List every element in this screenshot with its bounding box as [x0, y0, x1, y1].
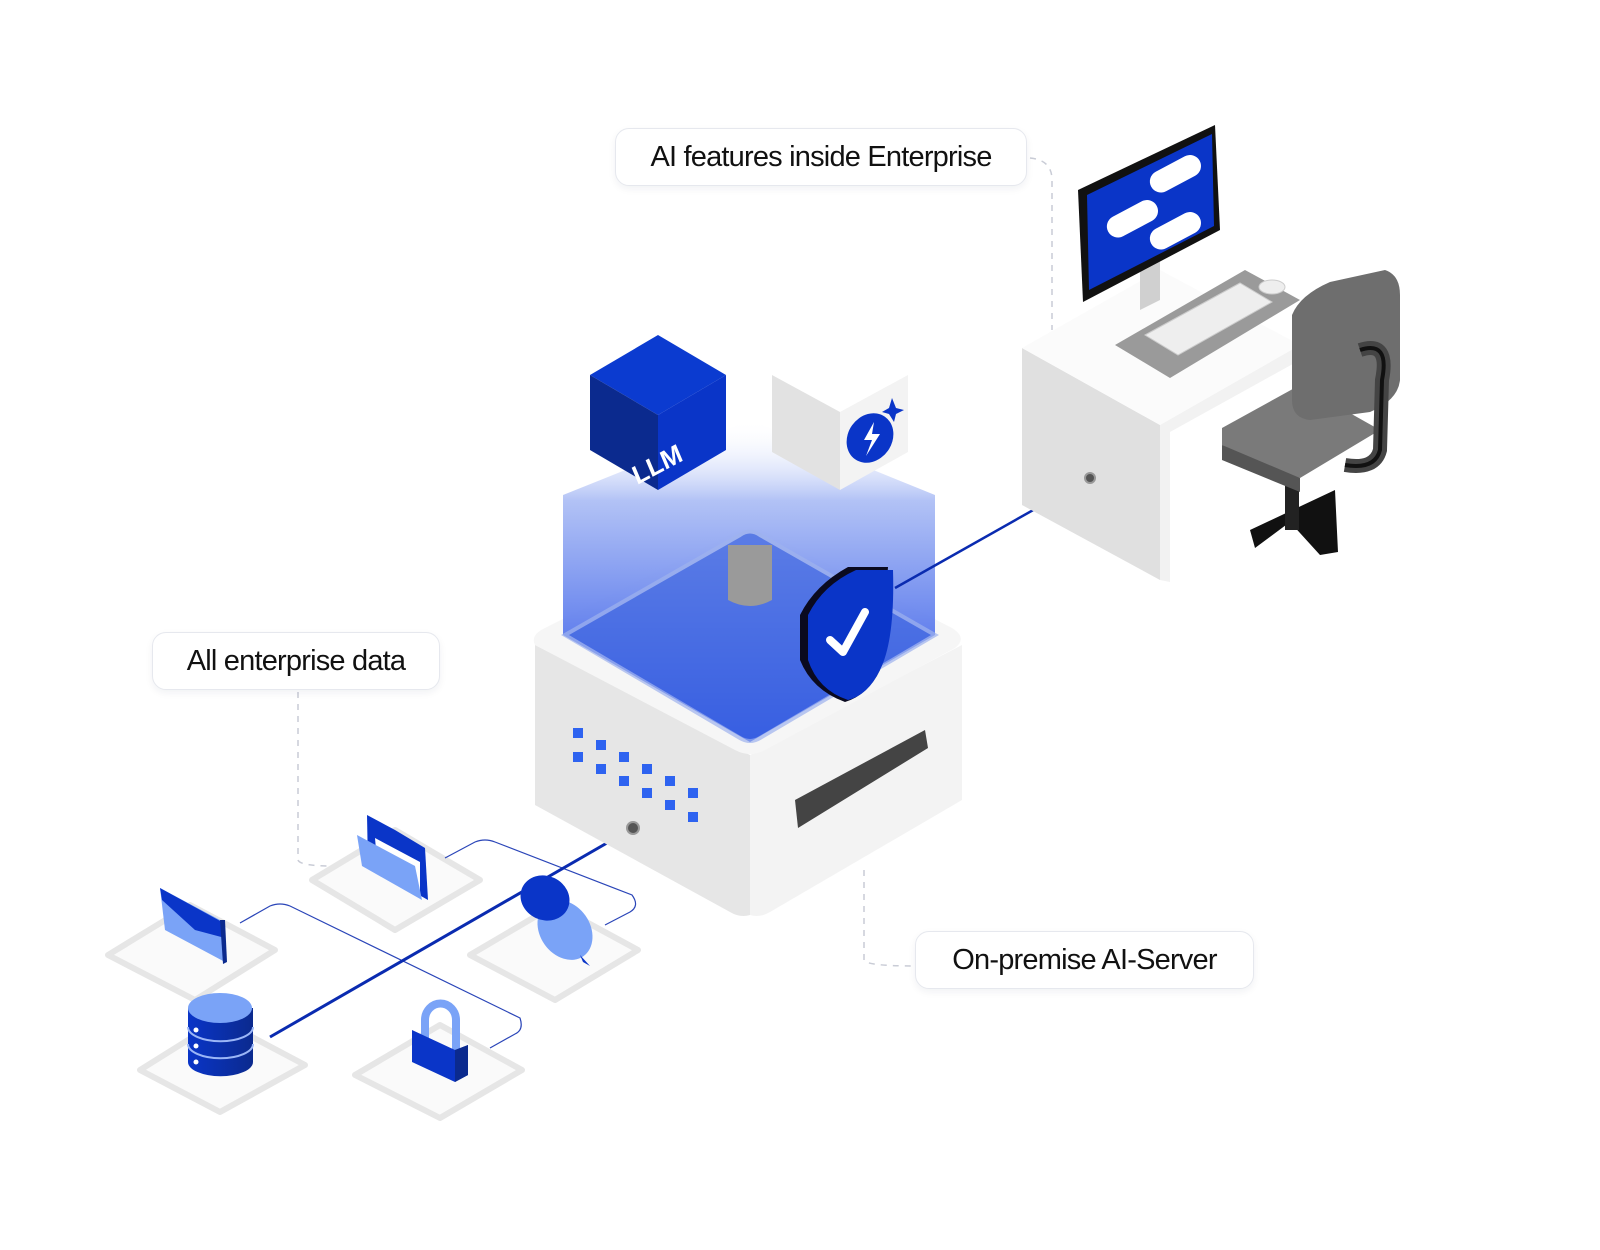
label-on-premise-server: On-premise AI-Server — [915, 931, 1254, 989]
label-ai-features: AI features inside Enterprise — [615, 128, 1027, 186]
server-vent-dots — [573, 728, 698, 822]
data-tiles — [105, 827, 641, 1121]
monitor-icon — [1078, 125, 1220, 310]
ai-spark-icon — [846, 398, 904, 463]
shield-check-icon — [800, 567, 894, 702]
folder-icon — [357, 815, 428, 900]
desk-port — [1084, 472, 1096, 484]
data-link-line — [269, 826, 634, 1039]
llm-cube: LLM — [590, 335, 726, 491]
database-icon — [187, 993, 254, 1077]
mouse-icon — [1258, 279, 1286, 295]
keyboard-icon — [1143, 282, 1273, 356]
label-enterprise-data: All enterprise data — [152, 632, 440, 690]
leader-lines — [297, 157, 1053, 967]
chat-icon — [520, 875, 593, 966]
ai-spark-cube — [772, 375, 908, 490]
server-slot — [795, 730, 928, 828]
desk — [1022, 270, 1300, 582]
mail-icon — [160, 888, 227, 964]
lock-icon — [412, 999, 468, 1082]
office-chair-icon — [1222, 270, 1400, 555]
server-port — [626, 821, 640, 835]
